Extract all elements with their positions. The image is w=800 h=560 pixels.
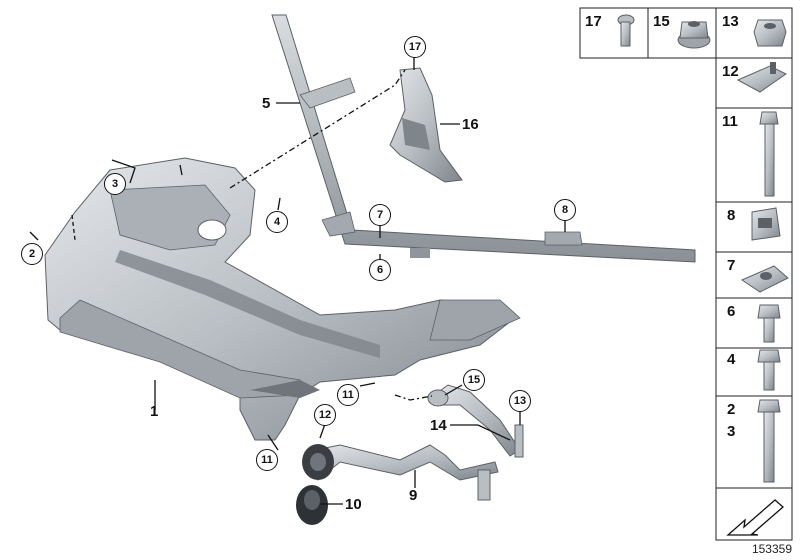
legend-num-17: 17 [585, 13, 602, 30]
clip-nut-icon [736, 62, 787, 93]
document-number: 153359 [751, 542, 792, 556]
legend-num-8: 8 [727, 207, 736, 224]
callout-3: 3 [104, 173, 126, 195]
callout-9: 9 [409, 487, 418, 504]
wishbone-part-9 [302, 444, 499, 501]
long-hex-bolt-icon [759, 111, 779, 197]
legend-num-3: 3 [727, 423, 736, 440]
bracket-part-16 [389, 67, 463, 183]
wishbone-part-14 [427, 384, 524, 458]
legend-num-6: 6 [727, 303, 736, 320]
front-axle-support [44, 157, 521, 441]
stiffening-strut [271, 14, 696, 263]
legend-num-15: 15 [653, 13, 670, 30]
callout-4: 4 [266, 211, 288, 233]
callout-5: 5 [262, 95, 271, 112]
callout-12: 12 [314, 404, 336, 426]
callout-14: 14 [430, 417, 447, 434]
legend-num-4: 4 [727, 351, 736, 368]
flange-nut-icon [677, 21, 711, 49]
cage-nut-icon [740, 265, 789, 293]
callout-17: 17 [404, 36, 426, 58]
callout-11-lower: 11 [256, 449, 278, 471]
hex-bolt-icon [757, 349, 781, 391]
callout-7: 7 [369, 204, 391, 226]
legend-num-2: 2 [727, 401, 736, 418]
hex-nut-icon [753, 19, 787, 47]
callout-6: 6 [369, 259, 391, 281]
legend-num-12: 12 [722, 63, 739, 80]
spring-nut-icon [751, 207, 781, 241]
direction-arrow-icon [726, 499, 784, 536]
callout-10: 10 [345, 496, 362, 513]
legend-num-13: 13 [722, 13, 739, 30]
legend-num-7: 7 [727, 257, 736, 274]
long-bolt-icon [757, 399, 781, 483]
callout-16: 16 [462, 116, 479, 133]
callout-11-upper: 11 [337, 384, 359, 406]
callout-8: 8 [554, 199, 576, 221]
callout-2: 2 [21, 243, 43, 265]
leader-lines [29, 55, 566, 505]
callout-1: 1 [150, 403, 159, 420]
callout-13: 13 [509, 390, 531, 412]
torx-bolt-icon [617, 14, 635, 47]
legend-num-11: 11 [722, 113, 738, 130]
rubber-mount-part-10 [296, 485, 328, 525]
short-hex-bolt-icon [757, 304, 781, 343]
callout-15: 15 [463, 369, 485, 391]
